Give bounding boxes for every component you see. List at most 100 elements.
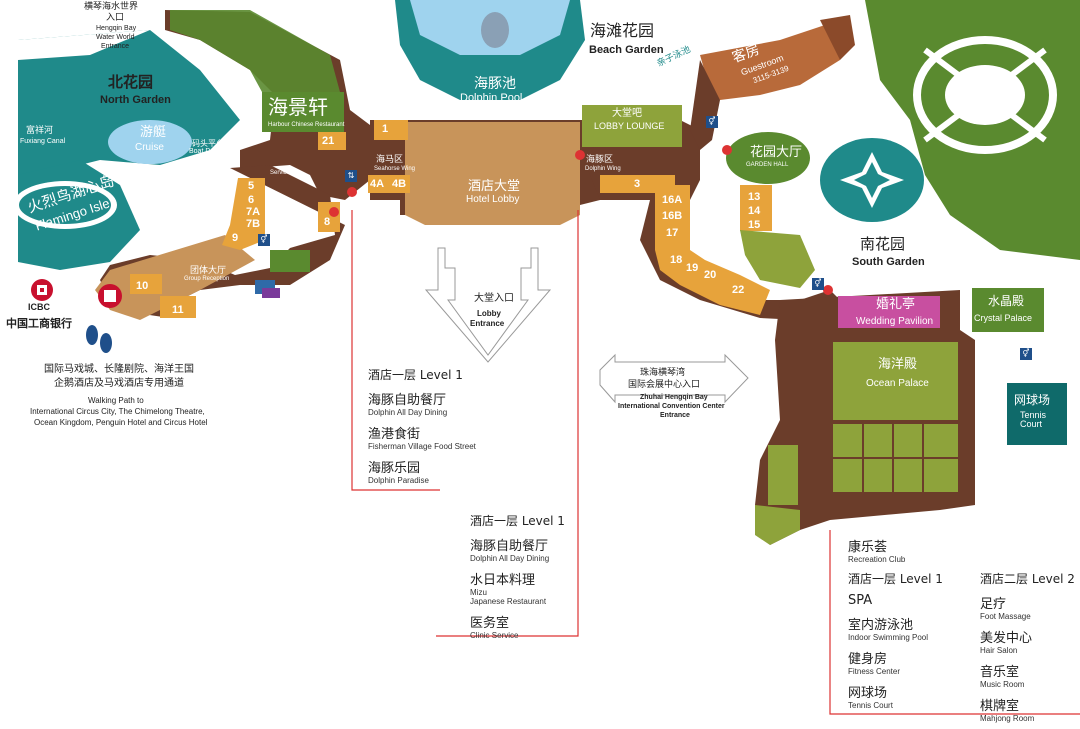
hotel-lobby-cn: 酒店大堂 <box>468 179 521 194</box>
west-rooms <box>222 178 265 250</box>
room-21: 21 <box>322 135 335 147</box>
elevator-icon: ⇅ <box>345 170 357 182</box>
lobby-entrance-cn: 大堂入口 <box>474 293 514 304</box>
lobby-lounge-block <box>582 105 682 147</box>
tennis-en2: Court <box>1020 419 1043 429</box>
list-item: 水日本料理 <box>470 573 536 588</box>
hengqin-label-en1: Hengqin Bay <box>96 25 137 32</box>
beach-garden-en: Beach Garden <box>589 44 664 56</box>
room-1: 1 <box>382 123 389 135</box>
list-item-en: Tennis Court <box>848 701 893 710</box>
walk-cn2: 企鹅酒店及马戏酒店专用通道 <box>54 378 184 389</box>
lobby-lounge-cn: 大堂吧 <box>612 108 642 119</box>
room-5: 5 <box>248 180 255 192</box>
wedding-en: Wedding Pavilion <box>856 316 934 327</box>
hengqin-label-cn2: 入口 <box>106 13 125 23</box>
list-item: 网球场 <box>848 686 888 701</box>
list-item: SPA <box>848 593 873 608</box>
east-rooms <box>655 185 770 315</box>
garden-hall-en: GARDEN HALL <box>746 162 789 168</box>
garden-hall-block <box>726 132 810 184</box>
boatdeck-cn: 码头平台 <box>192 139 224 148</box>
room-11: 11 <box>172 304 184 316</box>
list-item: 海豚自助餐厅 <box>368 393 447 408</box>
lobby-entrance-en1: Lobby <box>477 309 501 318</box>
recreation-level2: 酒店二层 Level 2 足疗 Foot Massage 美发中心 Hair S… <box>980 570 1075 723</box>
walk-en3: Ocean Kingdom, Penguin Hotel and Circus … <box>34 418 208 427</box>
list-item-en: Dolphin All Day Dining <box>470 554 550 563</box>
icbc-cn: 中国工商银行 <box>6 317 72 330</box>
convention-en3: Entrance <box>660 412 690 419</box>
list-item-en: Fisherman Village Food Street <box>368 442 476 451</box>
hengqin-label-en3: Entrance <box>101 43 130 50</box>
room-6: 6 <box>248 194 255 206</box>
south-garden-en: South Garden <box>852 256 925 268</box>
list-item-en: Indoor Swimming Pool <box>848 633 929 642</box>
seahorse-en: Seahorse Wing <box>374 166 416 172</box>
list-item-en: Japanese Restaurant <box>470 597 547 606</box>
fuxiang-en: Fuxiang Canal <box>20 138 66 145</box>
walk-en1: Walking Path to <box>88 396 144 405</box>
restroom-icon: ⚥ <box>706 116 718 128</box>
restroom-icon: ⚥ <box>812 278 824 290</box>
boatdeck-en: Boat Deck <box>189 148 222 155</box>
dolphinwing-cn: 海豚区 <box>586 155 614 165</box>
guestroom-tower <box>700 20 840 100</box>
list-item: 音乐室 <box>980 665 1020 680</box>
dolphinwing-en: Dolphin Wing <box>585 166 621 172</box>
list-item: 海豚乐园 <box>368 461 421 476</box>
south-garden-cn: 南花园 <box>860 235 906 253</box>
list-header: 酒店一层 Level 1 <box>848 572 943 586</box>
room-15: 15 <box>748 219 761 231</box>
group-reception-en: Group Reception <box>184 276 230 282</box>
hengqin-label-en2: Water World <box>96 34 135 41</box>
lobby-floor <box>405 122 580 225</box>
ocean-en: Ocean Palace <box>866 378 929 389</box>
south-garden-lawn <box>740 230 815 288</box>
lobby-lounge-en: LOBBY LOUNGE <box>594 121 665 131</box>
list-header: 酒店一层 Level 1 <box>368 368 463 382</box>
room-9: 9 <box>232 232 239 244</box>
beach-garden-cn: 海滩花园 <box>590 21 655 40</box>
room-3: 3 <box>634 178 641 190</box>
list-item: 健身房 <box>848 652 888 667</box>
haijingxuan-block <box>262 92 344 132</box>
level1-list-b: 酒店一层 Level 1 海豚自助餐厅 Dolphin All Day Dini… <box>470 512 565 640</box>
haijingxuan-en: Harbour Chinese Restaurant <box>268 122 345 128</box>
haijingxuan-cn: 海景轩 <box>268 95 328 119</box>
list-item-en: Dolphin Paradise <box>368 476 429 485</box>
group-reception-cn: 团体大厅 <box>190 266 227 276</box>
shuttle-en: Shuttle Bus <box>272 307 303 313</box>
list-item: 海豚自助餐厅 <box>470 539 549 554</box>
room-22: 22 <box>732 284 745 296</box>
convention-arrow <box>599 353 749 404</box>
room-16b: 16B <box>662 210 683 222</box>
crystal-en: Crystal Palace <box>974 313 1033 323</box>
list-item-en: Hair Salon <box>980 646 1018 655</box>
list-item: 美发中心 <box>980 631 1033 646</box>
north-garden-en: North Garden <box>100 94 171 106</box>
recreation-title: 康乐荟 <box>848 540 888 555</box>
room-19: 19 <box>686 262 699 274</box>
icbc-en: ICBC <box>28 302 50 312</box>
list-item-en: Mizu <box>470 588 487 597</box>
room-13: 13 <box>748 191 761 203</box>
ocean-palace-block <box>833 342 958 420</box>
hengqin-label-cn: 横琴海水世界 <box>84 2 139 12</box>
level1-list-a: 酒店一层 Level 1 海豚自助餐厅 Dolphin All Day Dini… <box>368 366 476 485</box>
room-14: 14 <box>748 205 761 217</box>
list-header: 酒店一层 Level 1 <box>470 514 565 528</box>
list-item: 医务室 <box>470 616 510 631</box>
recreation-level1: 酒店一层 Level 1 SPA 室内游泳池 Indoor Swimming P… <box>848 570 943 710</box>
tennis-cn: 网球场 <box>1014 393 1051 407</box>
dolphin-pool-en: Dolphin Pool <box>460 92 523 104</box>
list-item-en: Music Room <box>980 680 1025 689</box>
room-10: 10 <box>136 280 149 292</box>
crystal-palace-block <box>972 288 1044 332</box>
room-7b: 7B <box>246 218 261 230</box>
room-8: 8 <box>324 216 331 228</box>
east-walkway <box>580 120 840 320</box>
convention-cn2: 国际会展中心入口 <box>628 380 701 390</box>
tennis-en1: Tennis <box>1020 410 1047 420</box>
